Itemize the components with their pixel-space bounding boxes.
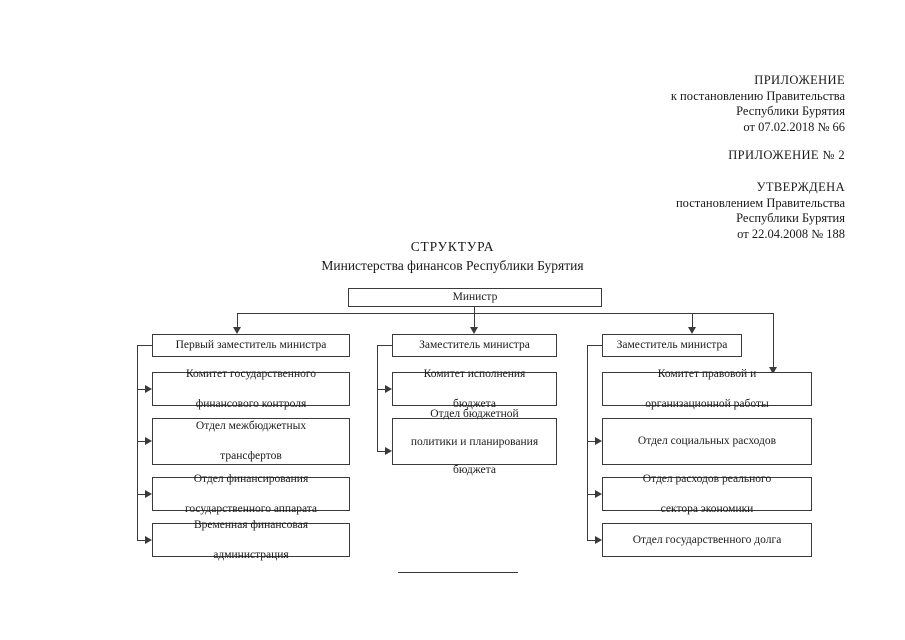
node-committee-state-financial-control[interactable]: Комитет государственного финансового кон… <box>152 368 350 410</box>
arrow-down-legal-committee-icon <box>769 367 777 374</box>
arrow-right-col2-branch-1-icon <box>385 385 392 393</box>
appendix-number-block: ПРИЛОЖЕНИЕ № 2 <box>728 148 845 164</box>
arrow-right-col3-branch-3-icon <box>595 490 602 498</box>
connector-drop-col1 <box>237 313 238 330</box>
connector-drop-legal-committee <box>773 313 774 369</box>
node-department-budget-policy-planning[interactable]: Отдел бюджетной политики и планирования … <box>392 408 557 476</box>
node-minister-label: Министр <box>452 291 498 303</box>
page-title: СТРУКТУРА Министерства финансов Республи… <box>0 237 905 275</box>
connector-col1-branch-4 <box>137 540 149 541</box>
node-deputy-minister-2[interactable]: Заместитель министра <box>392 334 557 357</box>
appendix-reference-line-1: ПРИЛОЖЕНИЕ <box>754 73 845 87</box>
node-committee-legal-organizational-work[interactable]: Комитет правовой и организационной работ… <box>602 368 812 410</box>
connector-col2-branch-1 <box>377 389 389 390</box>
page-title-line-2: Министерства финансов Республики Бурятия <box>321 258 584 273</box>
node-department-real-sector-expenditures-line-1: Отдел расходов реального <box>642 472 772 485</box>
node-department-real-sector-expenditures[interactable]: Отдел расходов реального сектора экономи… <box>602 473 812 515</box>
node-committee-legal-organizational-work-line-1: Комитет правовой и <box>657 367 757 380</box>
node-committee-legal-organizational-work-line-2: организационной работы <box>645 397 769 410</box>
connector-drop-col3 <box>692 313 693 330</box>
node-department-interbudget-transfers-line-2: трансфертов <box>220 450 282 462</box>
connector-col3-branch-4 <box>587 540 599 541</box>
node-department-budget-policy-planning-line-3: бюджета <box>453 463 496 476</box>
arrow-right-col1-branch-4-icon <box>145 536 152 544</box>
arrow-right-col3-branch-2-icon <box>595 437 602 445</box>
appendix-reference-line-4: от 07.02.2018 № 66 <box>743 119 845 134</box>
approval-reference-line-1: УТВЕРЖДЕНА <box>756 180 845 194</box>
node-committee-state-financial-control-line-2: финансового контроля <box>195 397 307 410</box>
approval-reference-line-2: постановлением Правительства <box>675 195 845 210</box>
node-department-state-apparatus-financing-line-1: Отдел финансирования <box>193 472 309 485</box>
appendix-reference-block: ПРИЛОЖЕНИЕ к постановлению Правительства… <box>671 73 845 135</box>
connector-col1-spine <box>137 345 138 541</box>
connector-col1-branch-3 <box>137 494 149 495</box>
node-committee-budget-execution[interactable]: Комитет исполнения бюджета <box>392 368 557 410</box>
arrow-right-col2-branch-2-icon <box>385 447 392 455</box>
node-department-state-apparatus-financing[interactable]: Отдел финансирования государственного ап… <box>152 473 350 515</box>
connector-drop-col2 <box>474 313 475 330</box>
node-committee-state-financial-control-line-1: Комитет государственного <box>185 367 317 380</box>
node-temporary-financial-administration-line-2: администрация <box>213 548 289 561</box>
node-deputy-minister-3[interactable]: Заместитель министра <box>602 334 742 357</box>
arrow-right-col1-branch-1-icon <box>145 385 152 393</box>
connector-col1-branch-2 <box>137 441 149 442</box>
node-department-real-sector-expenditures-line-2: сектора экономики <box>660 502 754 515</box>
connector-col1-spine-top <box>137 345 152 346</box>
node-department-state-debt[interactable]: Отдел государственного долга <box>602 523 812 557</box>
node-department-budget-policy-planning-line-2: политики и планирования <box>410 435 539 448</box>
connector-distribution-bar <box>237 313 774 314</box>
node-department-state-debt-line-1: Отдел государственного долга <box>632 533 782 546</box>
page-title-line-1: СТРУКТУРА <box>410 239 495 254</box>
node-department-social-expenditures[interactable]: Отдел социальных расходов <box>602 418 812 465</box>
arrow-down-col1-icon <box>233 327 241 334</box>
connector-col3-branch-2 <box>587 441 599 442</box>
connector-col1-branch-1 <box>137 389 149 390</box>
node-department-interbudget-transfers-line-1: Отдел межбюджетных <box>195 420 307 432</box>
connector-minister-stem <box>474 307 475 314</box>
arrow-down-col3-icon <box>688 327 696 334</box>
node-committee-budget-execution-line-1: Комитет исполнения <box>423 367 526 380</box>
node-temporary-financial-administration[interactable]: Временная финансовая администрация <box>152 519 350 561</box>
connector-col3-branch-3 <box>587 494 599 495</box>
connector-col2-spine <box>377 345 378 451</box>
arrow-right-col1-branch-2-icon <box>145 437 152 445</box>
connector-col3-spine <box>587 345 588 541</box>
connector-col3-spine-top <box>587 345 602 346</box>
node-department-budget-policy-planning-line-1: Отдел бюджетной <box>430 407 519 420</box>
node-minister[interactable]: Министр <box>348 288 602 307</box>
appendix-reference-line-3: Республики Бурятия <box>736 104 845 118</box>
connector-col2-spine-top <box>377 345 392 346</box>
approval-reference-block: УТВЕРЖДЕНА постановлением Правительства … <box>676 180 845 242</box>
connector-col2-branch-2 <box>377 451 389 452</box>
approval-reference-line-3: Республики Бурятия <box>736 211 845 225</box>
node-deputy-minister-2-label: Заместитель министра <box>419 339 530 351</box>
approval-reference-line-4: от 22.04.2008 № 188 <box>737 226 845 241</box>
arrow-right-col3-branch-4-icon <box>595 536 602 544</box>
node-first-deputy-minister-label: Первый заместитель министра <box>175 339 327 351</box>
arrow-down-col2-icon <box>470 327 478 334</box>
node-department-social-expenditures-line-1: Отдел социальных расходов <box>637 435 777 447</box>
arrow-right-col1-branch-3-icon <box>145 490 152 498</box>
node-deputy-minister-3-label: Заместитель министра <box>616 339 728 351</box>
node-temporary-financial-administration-line-1: Временная финансовая <box>193 518 309 531</box>
appendix-number-line-1: ПРИЛОЖЕНИЕ № 2 <box>728 148 845 162</box>
appendix-reference-line-2: к постановлению Правительства <box>670 88 845 103</box>
node-committee-budget-execution-line-2: бюджета <box>453 397 496 410</box>
bottom-separator-rule <box>398 572 518 573</box>
node-department-state-apparatus-financing-line-2: государственного аппарата <box>184 502 318 515</box>
node-department-interbudget-transfers[interactable]: Отдел межбюджетных трансфертов <box>152 418 350 465</box>
node-first-deputy-minister[interactable]: Первый заместитель министра <box>152 334 350 357</box>
